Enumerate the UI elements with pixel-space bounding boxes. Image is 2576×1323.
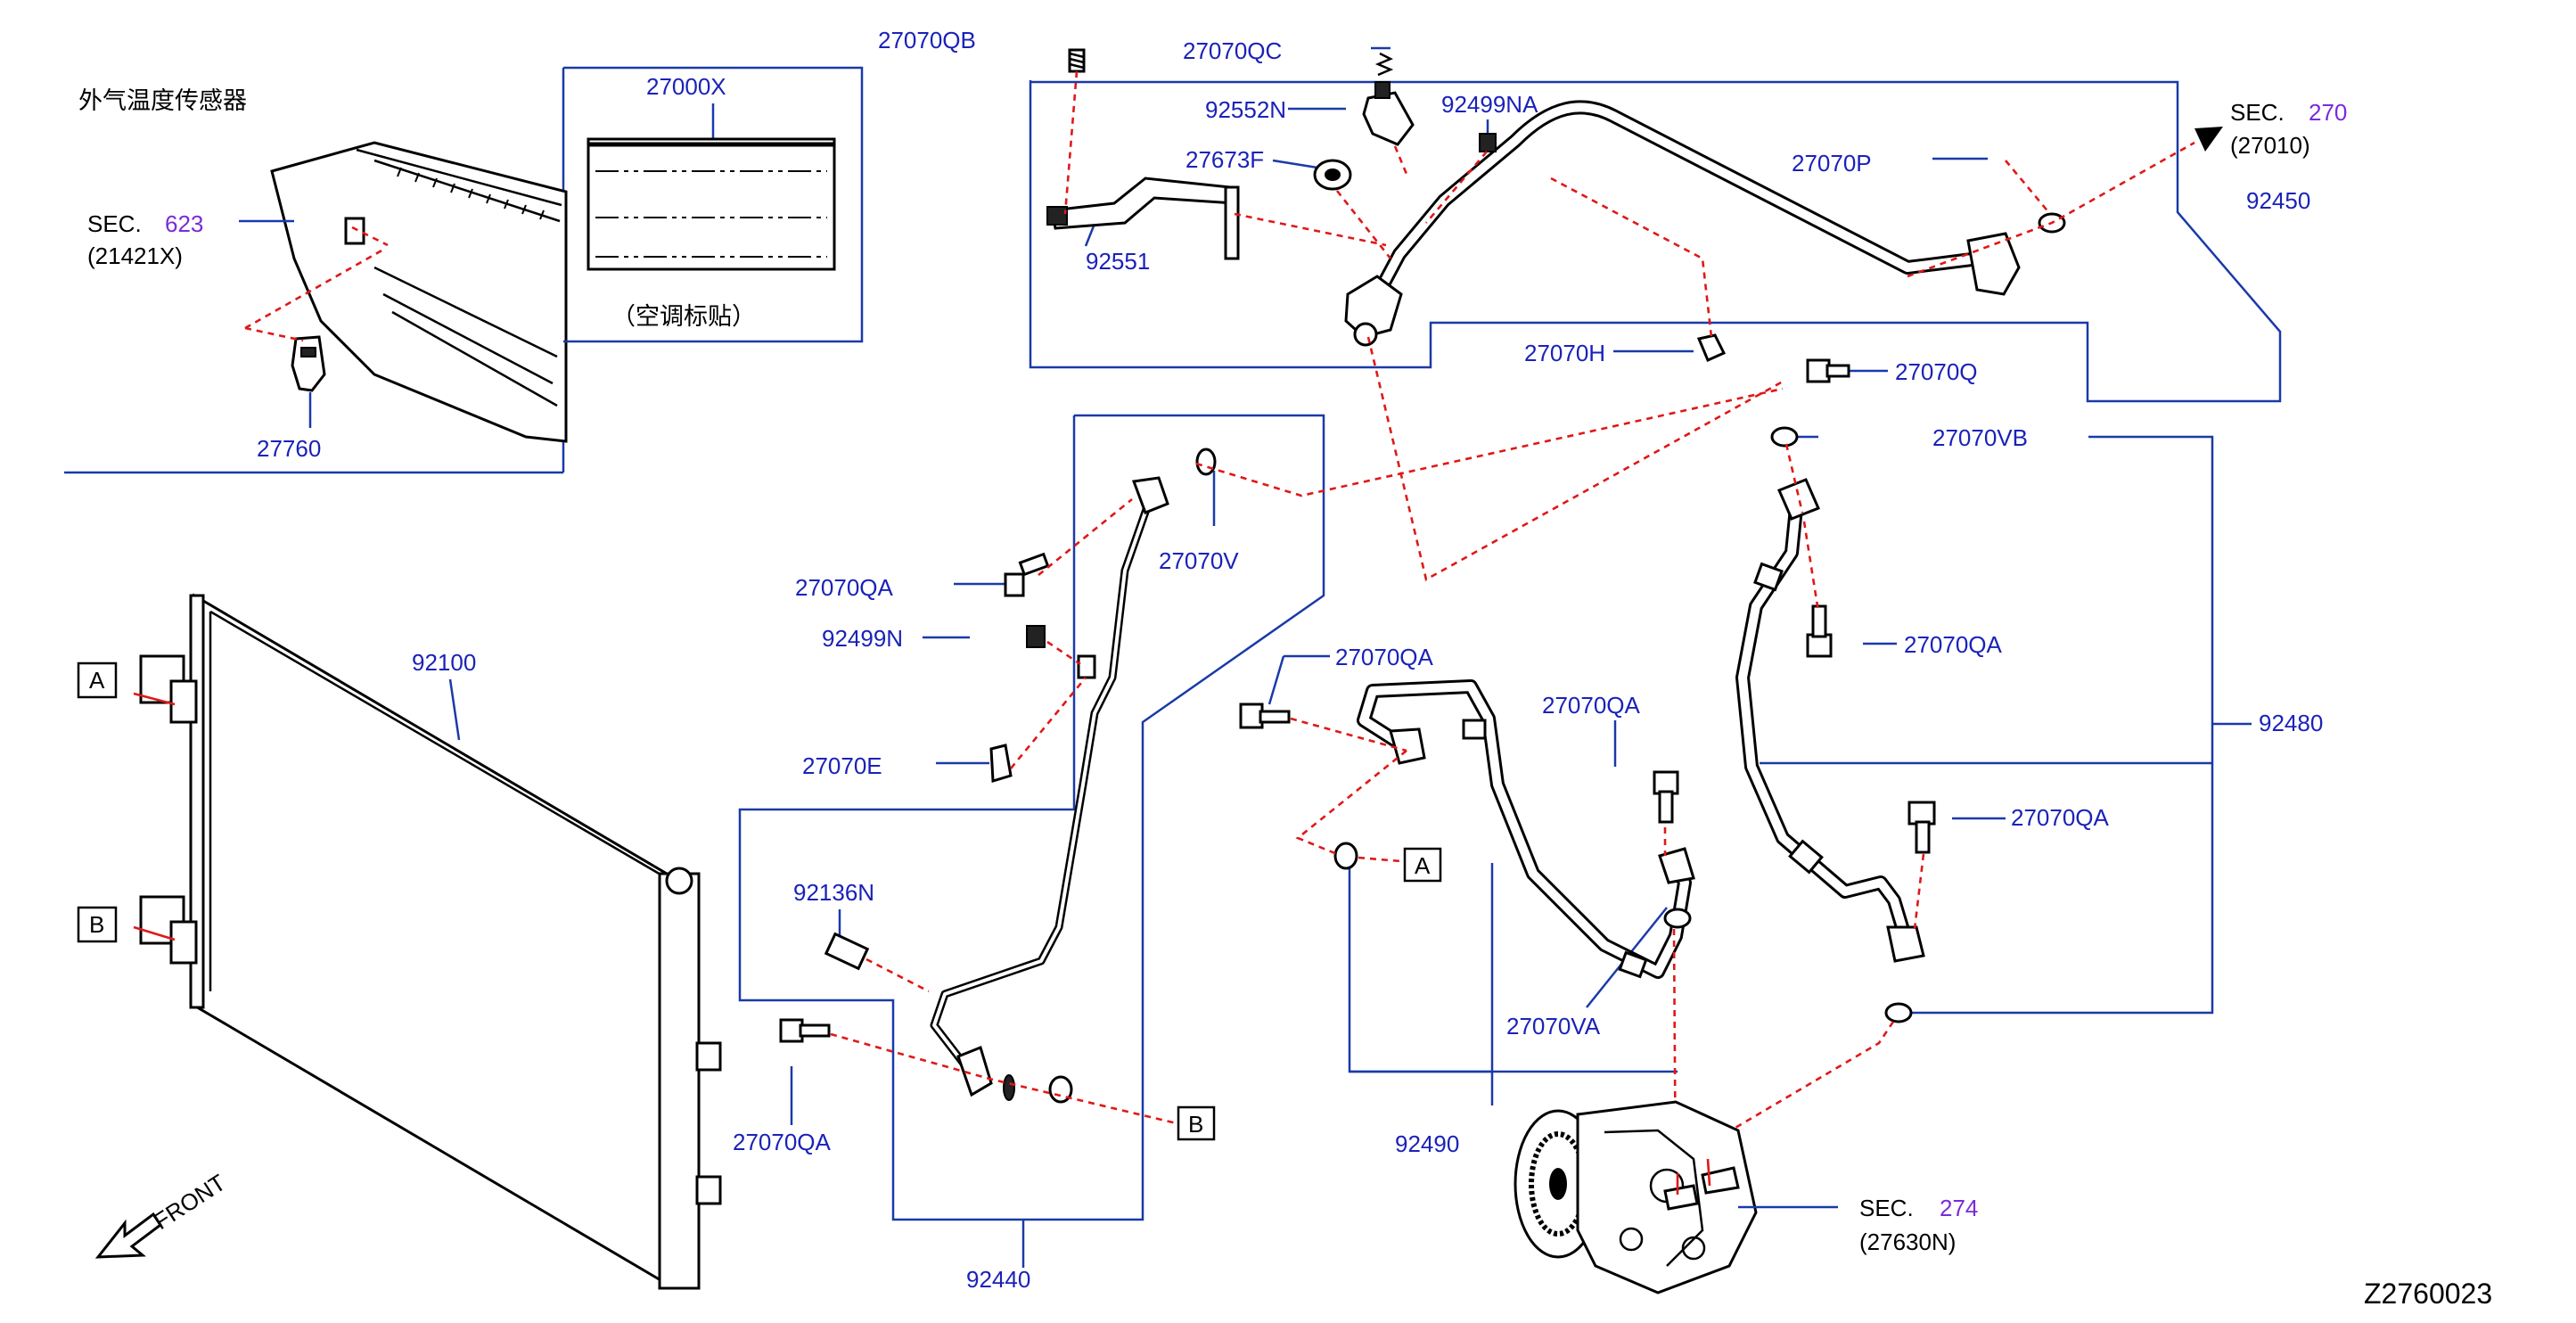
suction-hose-assembly: 27070VB 27070QA 92480 27070QA [1708, 424, 2323, 1168]
arrow-to-sec-270 [2195, 127, 2223, 152]
ref-27010: (27010) [2230, 132, 2310, 159]
ac-label-inset: 27000X （空调标贴） [563, 66, 864, 343]
callout-b2-box [1177, 1105, 1216, 1141]
sec-623-link[interactable]: 623 [165, 210, 203, 237]
callout-a-box [77, 662, 118, 699]
front-arrow-icon [94, 1212, 163, 1259]
callout-b-box [77, 906, 118, 943]
receiver-tank [658, 872, 701, 1290]
callout-a2-label: A [1415, 852, 1431, 879]
sec-270-label: SEC. [2230, 99, 2285, 126]
part-27070vb-label: 27070VB [1932, 424, 2028, 451]
part-27070q-label: 27070Q [1895, 358, 1978, 385]
bolt-27070q [1806, 358, 1850, 383]
front-direction-indicator: FRONT [94, 1169, 231, 1259]
part-27070va-label: 27070VA [1506, 1013, 1601, 1040]
part-27070h-label: 27070H [1524, 340, 1605, 366]
part-92499n-label: 92499N [822, 625, 903, 652]
bolt-27070qa-1 [1004, 552, 1050, 597]
front-label: FRONT [149, 1169, 231, 1235]
part-27070qa-1-label: 27070QA [795, 574, 894, 601]
oring-27070v [1195, 448, 1217, 476]
sec-270-link[interactable]: 270 [2309, 99, 2347, 126]
callout-b-label: B [89, 911, 104, 938]
oring-discharge-a [1333, 842, 1358, 870]
part-92552n-label: 92552N [1205, 96, 1286, 123]
part-27070qa-3-label: 27070QA [1542, 692, 1641, 719]
cap-92499na [1479, 133, 1497, 152]
part-92490-label: 92490 [1395, 1130, 1459, 1157]
sec-274-link[interactable]: 274 [1940, 1195, 1978, 1221]
clip-27070e [989, 744, 1013, 783]
condenser-92100: A B 92100 [77, 593, 722, 1290]
part-27070qb-label: 27070QB [878, 27, 976, 53]
sec-274-label: SEC. [1859, 1195, 1914, 1221]
mount-bracket-b [133, 895, 198, 965]
lower-fitting-block [1344, 275, 1403, 339]
part-27070qa-2-label: 27070QA [1335, 644, 1434, 670]
discharge-hose-assembly: 27070QA 27070QA 27070VA 92490 A [1239, 644, 1695, 1196]
bolt-27070qa-2 [1239, 703, 1291, 729]
part-27070qa-6-label: 27070QA [733, 1129, 832, 1155]
pressure-sensor-92136n [824, 932, 870, 971]
front-bumper-panel [270, 141, 568, 443]
oring-27070va [1663, 908, 1692, 929]
ambient-sensor-title: 外气温度传感器 [78, 87, 247, 115]
part-27070e-label: 27070E [802, 752, 882, 779]
part-92480-label: 92480 [2259, 710, 2323, 736]
diagram-id: Z2760023 [2364, 1278, 2492, 1310]
service-port [1077, 654, 1096, 679]
callout-b2-label: B [1188, 1111, 1203, 1138]
discharge-inlet-fitting [1389, 727, 1426, 765]
liquid-pipe-bottom-fitting [956, 1045, 993, 1097]
bolt-27070qa-4 [1806, 604, 1833, 658]
bolt-27070qa-3 [1653, 770, 1679, 824]
clip-27070h [1696, 333, 1727, 362]
mount-bracket-a [133, 654, 198, 724]
part-27000x-label: 27000X [646, 73, 726, 100]
callout-a2-box [1403, 847, 1442, 883]
suction-top-fitting [1777, 478, 1820, 521]
sensor-mount [344, 217, 365, 245]
liquid-pipe-top-fitting [1131, 476, 1169, 514]
sec-623-label: SEC. [87, 210, 142, 237]
ref-21421x: (21421X) [87, 242, 183, 269]
part-92499na-label: 92499NA [1441, 91, 1538, 118]
liquid-pipe-assembly: 27070QA 27070V 92499N 27070E 92136N 2707… [733, 387, 1784, 1293]
ref-27630n: (27630N) [1859, 1228, 1956, 1255]
ambient-sensor-inset: 外气温度传感器 SEC. 623 (21421X) 27760 [64, 68, 568, 474]
upper-fitting-block [1966, 232, 2021, 296]
ambient-temp-sensor-27760 [291, 335, 326, 392]
part-27070qc-label: 27070QC [1183, 37, 1282, 64]
part-27070v-label: 27070V [1159, 547, 1239, 574]
part-92136n-label: 92136N [793, 879, 874, 906]
cap-92499n [1026, 625, 1046, 648]
part-27673f-label: 27673F [1185, 146, 1264, 173]
discharge-outlet-fitting [1658, 847, 1695, 884]
suction-bottom-fitting [1886, 925, 1925, 963]
part-27070p-label: 27070P [1792, 150, 1872, 177]
compressor: SEC. 274 (27630N) [1514, 1100, 1978, 1294]
bolt-27070qa-6 [779, 1018, 831, 1043]
oring-liquid [1048, 1075, 1073, 1104]
ac-label-caption: （空调标贴） [611, 303, 756, 331]
part-92440-label: 92440 [966, 1266, 1030, 1293]
bolt-27070qa-5 [1907, 801, 1936, 854]
clip-92552n [1362, 91, 1415, 146]
oring-suction-bottom [1884, 1002, 1913, 1023]
top-pipe-assembly: 27070QB 27070QC 92552N 92499NA 27673F 92… [878, 27, 2347, 581]
part-27070qa-5-label: 27070QA [2011, 804, 2110, 831]
bracket-92551 [1050, 177, 1237, 230]
part-92551-label: 92551 [1086, 248, 1150, 275]
gasket [1003, 1074, 1015, 1101]
ac-label-sticker [587, 137, 836, 271]
part-92100-label: 92100 [412, 649, 476, 676]
part-27760-label: 27760 [257, 435, 321, 462]
callout-a-label: A [89, 667, 105, 694]
part-92450-label: 92450 [2246, 187, 2310, 214]
part-27070qa-4-label: 27070QA [1904, 631, 2003, 658]
condenser-core [193, 593, 669, 1286]
oring-27070vb [1770, 426, 1799, 448]
